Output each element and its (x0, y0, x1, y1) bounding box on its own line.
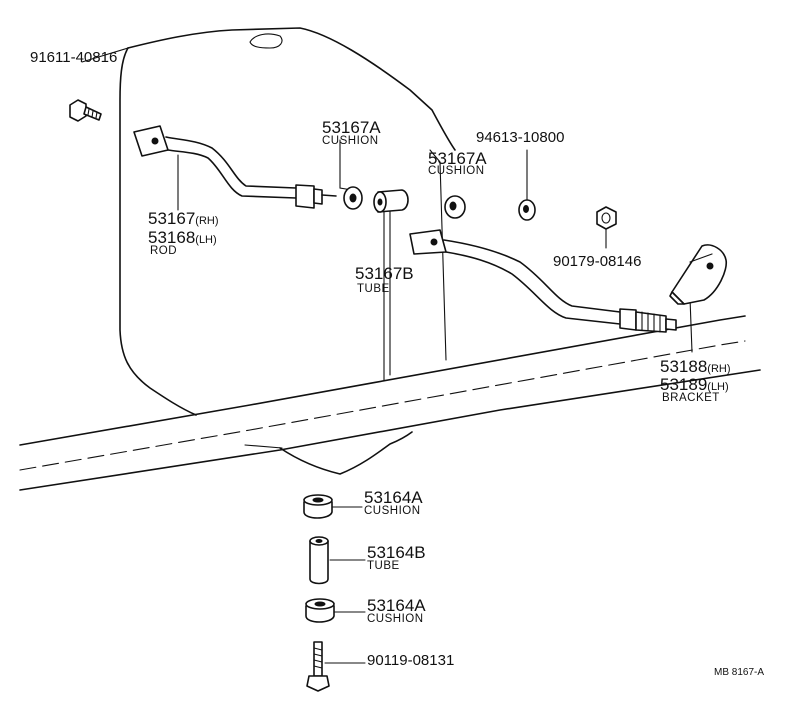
cushion-53164a-icon (303, 494, 333, 519)
label-cushion-a2-pn: 53167A (428, 149, 487, 168)
label-washer: 94613-10800 (476, 129, 565, 146)
label-cushion-c2-pn: 53164A (367, 596, 426, 615)
label-cushion-c1-pn: 53164A (364, 488, 423, 507)
label-tube-c-pn: 53164B (367, 543, 426, 562)
diagram-code: MB 8167-A (714, 667, 765, 678)
cushion-53164a-second-icon (305, 598, 335, 623)
bracket-side-lh: (LH) (707, 381, 729, 393)
cushion-53167a-second-icon (444, 195, 466, 219)
label-bracket-name: BRACKET (662, 392, 720, 404)
rod-pn-rh: 53167 (148, 209, 196, 228)
label-cushion-a1-pn: 53167A (322, 118, 381, 137)
label-tube-b-pn: 53167B (355, 264, 414, 283)
rod-side-lh: (LH) (195, 234, 217, 246)
fuel-tank (119, 27, 456, 475)
rod-side-rh: (RH) (195, 215, 219, 227)
tube-53167b-icon (373, 189, 409, 213)
label-bolt-top: 91611-40816 (30, 49, 118, 66)
rod-pn-lh: 53168 (148, 228, 196, 247)
bracket-side-rh: (RH) (707, 363, 731, 375)
frame-rails (19, 315, 761, 491)
bolt-top-icon (69, 99, 102, 122)
label-cushion-c2-name: CUSHION (367, 613, 424, 625)
washer-icon (518, 199, 536, 221)
label-bracket-rh: 53188(RH) (660, 358, 731, 376)
bolt-bottom-icon (306, 641, 330, 692)
label-rod-rh: 53167(RH) (148, 210, 219, 228)
rod-icon (133, 125, 337, 209)
label-tube-b-name: TUBE (357, 283, 390, 295)
label-bracket-lh: 53189(LH) (660, 376, 729, 394)
label-bolt-bottom: 90119-08131 (367, 652, 455, 669)
bracket-pn-rh: 53188 (660, 357, 708, 376)
cushion-53167a-icon (343, 186, 363, 210)
label-cushion-a1-name: CUSHION (322, 135, 379, 147)
rod-lower-icon (409, 229, 677, 333)
label-nut: 90179-08146 (553, 253, 642, 270)
label-rod-lh: 53168(LH) (148, 229, 217, 247)
label-rod-name: ROD (150, 245, 178, 257)
nut-icon (596, 206, 617, 230)
leader-lines (81, 47, 693, 664)
bracket-pn-lh: 53189 (660, 375, 708, 394)
label-tube-c-name: TUBE (367, 560, 400, 572)
bracket-icon (669, 244, 728, 305)
label-cushion-c1-name: CUSHION (364, 505, 421, 517)
tube-53164b-icon (309, 536, 329, 585)
label-cushion-a2-name: CUSHION (428, 165, 485, 177)
